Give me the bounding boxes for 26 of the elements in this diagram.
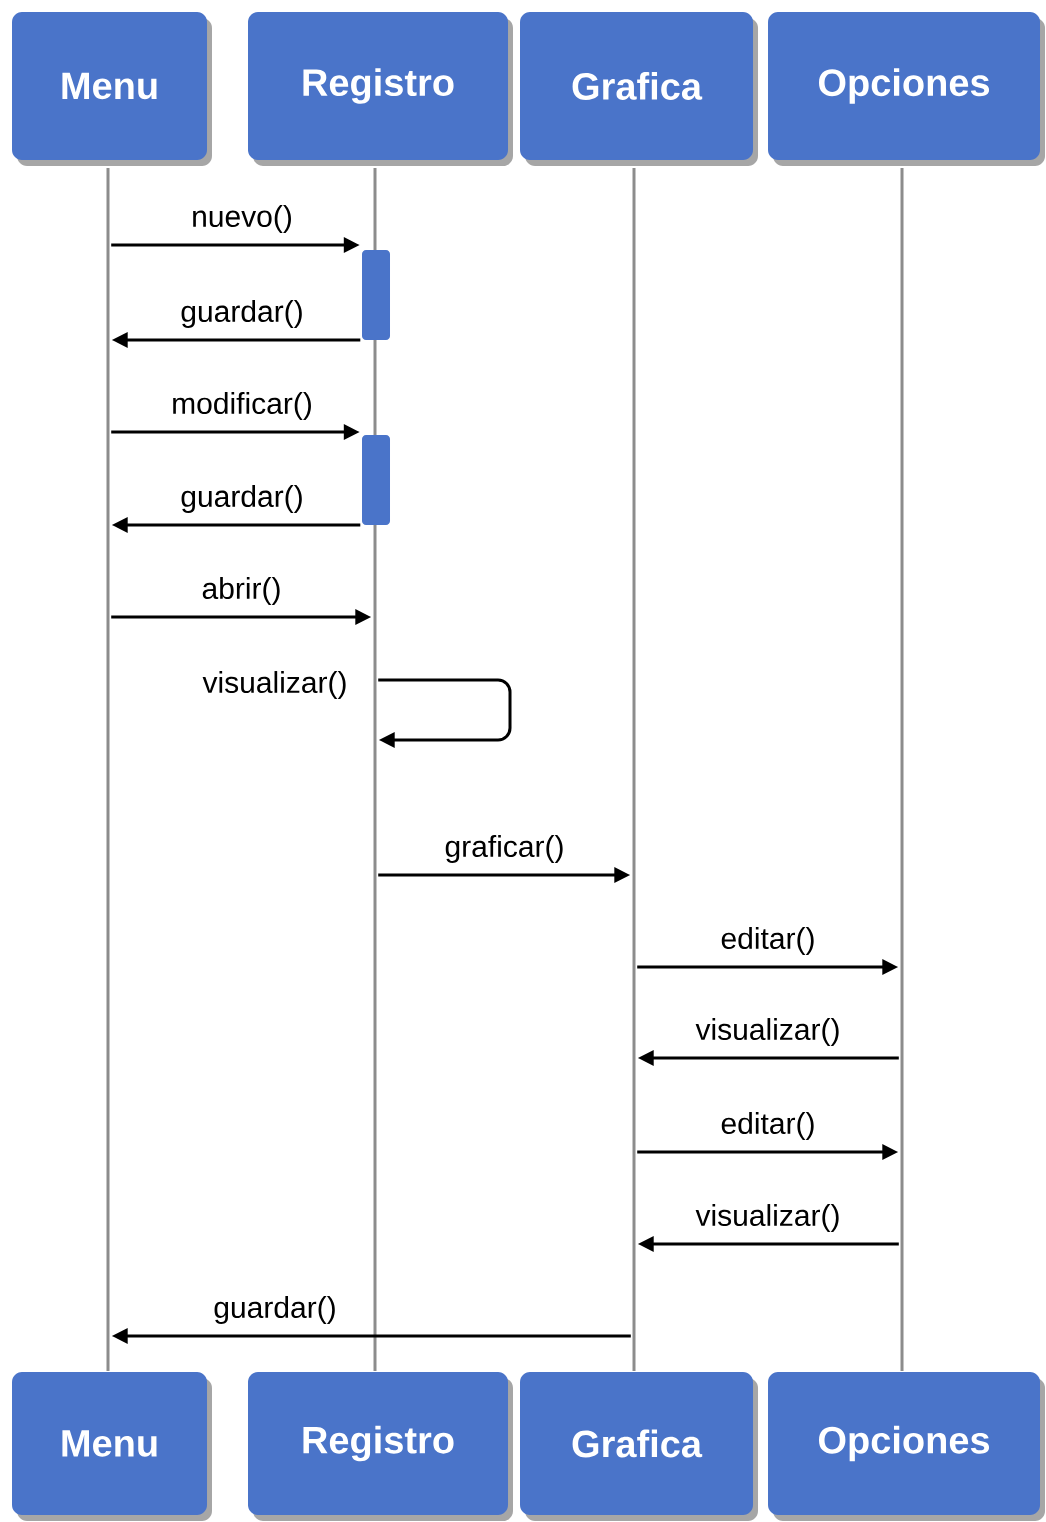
self-message-arrow (378, 678, 512, 748)
message-label: visualizar() (695, 1018, 839, 1046)
message-label: modificar() (173, 392, 311, 420)
lifeline (900, 168, 904, 1371)
message-label: visualizar() (202, 671, 346, 699)
message-label: nuevo() (193, 205, 291, 233)
activation-bar (362, 435, 390, 525)
activation-bar (362, 250, 390, 340)
participant-box: Registro (248, 1372, 513, 1521)
message-label: guardar() (181, 485, 302, 513)
message-label: graficar() (445, 835, 563, 863)
message-label: visualizar() (695, 1204, 839, 1232)
participant-box: Opciones (768, 1372, 1045, 1521)
participant-box: Grafica (520, 12, 758, 166)
participant-box: Menu (12, 1372, 212, 1521)
participant-box: Opciones (768, 12, 1045, 166)
lifeline (632, 168, 636, 1371)
participant-box: Grafica (520, 1372, 758, 1521)
lifeline (106, 168, 110, 1371)
message-label: guardar() (214, 1296, 335, 1324)
participant-box: Registro (248, 12, 513, 166)
message-label: editar() (721, 1112, 814, 1140)
participant-box: Menu (12, 12, 212, 166)
message-label: abrir() (202, 577, 280, 605)
message-label: guardar() (181, 300, 302, 328)
message-label: editar() (721, 927, 814, 955)
